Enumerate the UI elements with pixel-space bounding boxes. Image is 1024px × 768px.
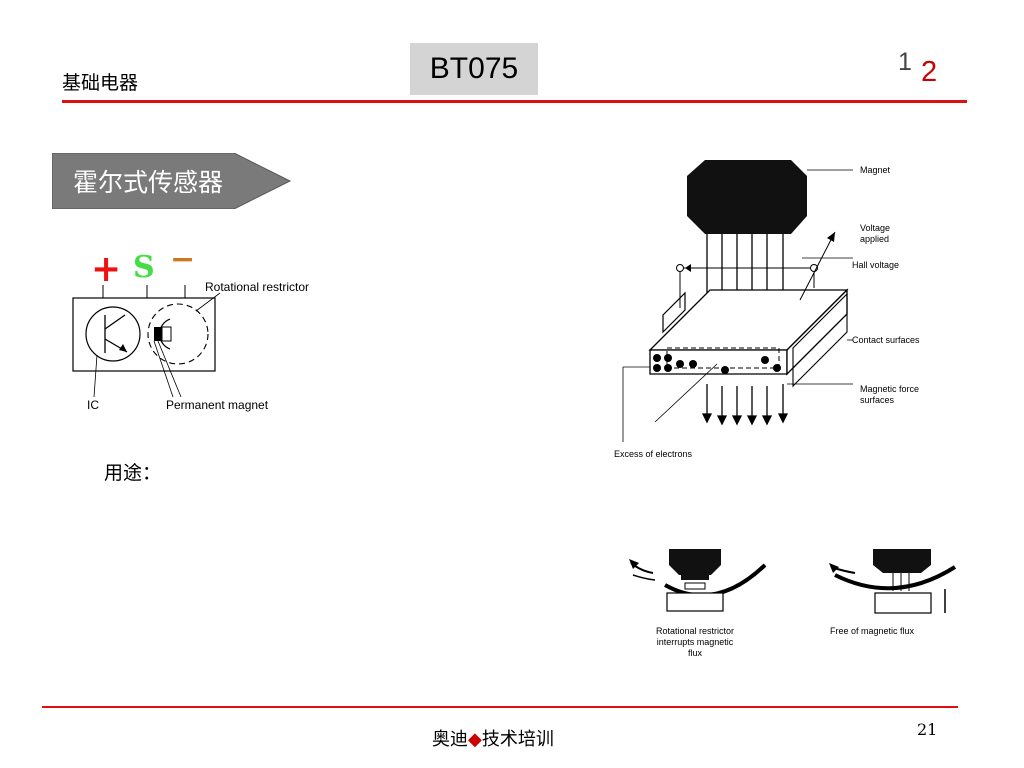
footer-divider (42, 706, 958, 708)
course-code-badge: BT075 (410, 43, 538, 95)
magnetic-force-label-1: Magnetic force (860, 384, 920, 394)
footer-org-left: 奥迪 (432, 729, 468, 750)
signal-terminal: S (133, 250, 155, 285)
usage-label: 用途： (104, 462, 162, 484)
footer-org-right: 技术培训 (481, 729, 554, 750)
page-indicator-a: 1 (898, 48, 912, 76)
magnetic-force-label-2: surfaces (860, 395, 895, 405)
footer-org: 奥迪◆技术培训 (432, 725, 554, 751)
magnet-label: Magnet (860, 165, 891, 175)
voltage-applied-label-2: applied (860, 234, 890, 244)
ic-label: IC (87, 398, 99, 412)
hall-sensor-symbol (72, 285, 221, 398)
restrictor-caption: Rotational restrictor interrupts magneti… (640, 626, 750, 659)
minus-terminal: − (170, 242, 196, 277)
free-flux-caption: Free of magnetic flux (830, 626, 915, 636)
title-banner-arrow (52, 153, 292, 209)
restrictor-interrupts-illustration (629, 549, 767, 612)
hall-effect-diagram (622, 160, 853, 442)
contact-surfaces-label: Contact surfaces (852, 335, 920, 345)
page-number: 21 (917, 720, 938, 739)
title-banner-text: 霍尔式传感器 (73, 168, 224, 197)
restrictor-caption-line-1: Rotational restrictor (655, 626, 735, 636)
diamond-icon: ◆ (468, 729, 482, 750)
restrictor-caption-line-3: flux (687, 648, 702, 658)
flux-comparison-diagram (629, 549, 957, 614)
hall-voltage-label: Hall voltage (852, 260, 900, 270)
excess-electrons-label: Excess of electrons (614, 449, 693, 459)
permanent-magnet-label: Permanent magnet (166, 398, 269, 412)
plus-terminal: + (91, 248, 122, 290)
page-indicator-b: 2 (921, 56, 938, 88)
rotational-restrictor-label: Rotational restrictor (205, 280, 310, 294)
header-divider (62, 100, 967, 103)
voltage-applied-label-1: Voltage (860, 223, 891, 233)
free-flux-illustration (829, 549, 957, 614)
section-title: 基础电器 (62, 72, 139, 94)
restrictor-caption-line-2: interrupts magnetic (656, 637, 734, 647)
